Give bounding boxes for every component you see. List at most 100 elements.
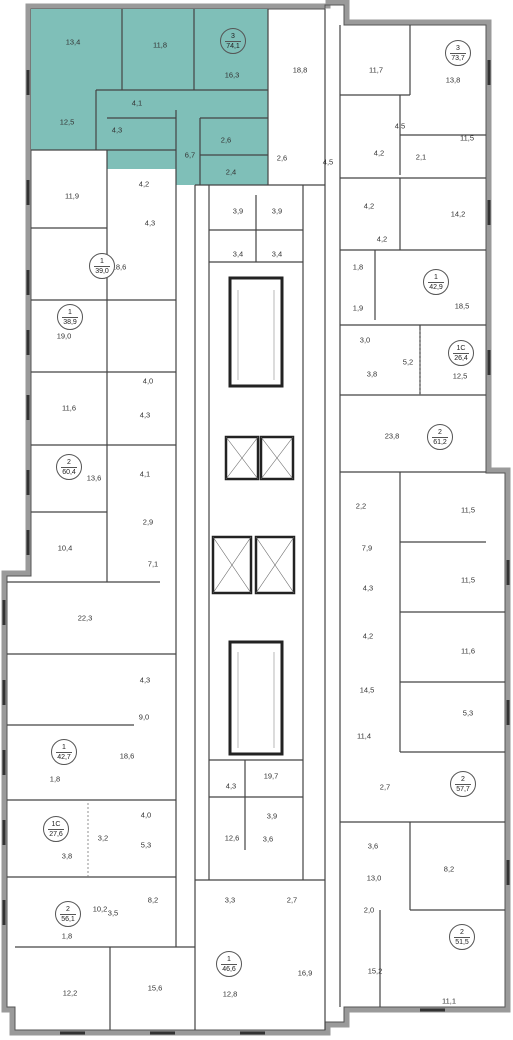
exterior-wall-line: [6, 4, 506, 1031]
room-area-label: 3,6: [367, 841, 379, 851]
room-area-label: 11,1: [441, 996, 457, 1006]
room-area-label: 12,5: [452, 371, 468, 381]
unit-rooms: 2: [454, 929, 470, 938]
room-area-label: 14,2: [450, 209, 466, 219]
unit-rooms: 3: [225, 33, 241, 42]
room-area-label: 19,0: [56, 331, 72, 341]
room-area-label: 15,6: [147, 983, 163, 993]
room-area-label: 13,8: [445, 75, 461, 85]
room-area-label: 2,6: [220, 135, 232, 145]
room-area-label: 4,2: [362, 631, 374, 641]
room-area-label: 3,8: [61, 851, 73, 861]
room-area-label: 4,1: [131, 98, 143, 108]
room-area-label: 3,4: [232, 249, 244, 259]
room-area-label: 3,9: [232, 206, 244, 216]
room-area-label: 22,3: [77, 613, 93, 623]
unit-area: 61,2: [433, 438, 447, 446]
unit-area: 60,4: [62, 468, 76, 476]
unit-rooms: 2: [455, 776, 471, 785]
room-area-label: 18,6: [111, 262, 127, 272]
unit-area: 42,7: [57, 753, 71, 761]
room-area-label: 23,8: [384, 431, 400, 441]
room-area-label: 1,9: [352, 303, 364, 313]
room-area-label: 11,8: [152, 40, 168, 50]
room-area-label: 10,4: [57, 543, 73, 553]
unit-area: 39,0: [95, 267, 109, 275]
room-area-label: 4,3: [139, 410, 151, 420]
room-area-label: 4,3: [111, 125, 123, 135]
room-area-label: 12,5: [59, 117, 75, 127]
room-area-label: 12,2: [62, 988, 78, 998]
unit-area: 51,5: [455, 938, 469, 946]
dashed-partitions: [87, 330, 421, 877]
room-area-label: 3,9: [266, 811, 278, 821]
room-area-label: 13,0: [366, 873, 382, 883]
room-area-label: 2,7: [286, 895, 298, 905]
room-area-label: 15,2: [367, 966, 383, 976]
room-area-label: 5,2: [402, 357, 414, 367]
room-area-label: 3,2: [97, 833, 109, 843]
room-area-label: 4,5: [394, 121, 406, 131]
unit-area: 74,1: [226, 42, 240, 50]
room-area-label: 4,2: [138, 179, 150, 189]
room-area-label: 10,2: [92, 904, 108, 914]
room-area-label: 1,8: [352, 262, 364, 272]
room-area-label: 16,9: [297, 968, 313, 978]
room-area-label: 4,3: [144, 218, 156, 228]
room-area-label: 11,9: [64, 191, 80, 201]
stairwells-elevators: [211, 276, 296, 756]
room-area-label: 2,9: [142, 517, 154, 527]
room-area-label: 14,5: [359, 685, 375, 695]
room-area-label: 7,1: [147, 559, 159, 569]
unit-rooms: 2: [61, 459, 77, 468]
room-area-label: 11,5: [459, 133, 475, 143]
room-area-label: 12,8: [222, 989, 238, 999]
unit-rooms: 2: [60, 906, 76, 915]
room-area-label: 4,3: [225, 781, 237, 791]
unit-area: 27,6: [49, 830, 63, 838]
room-area-label: 3,9: [271, 206, 283, 216]
room-area-label: 4,2: [376, 234, 388, 244]
unit-rooms: 1: [94, 258, 110, 267]
room-area-label: 4,3: [139, 675, 151, 685]
room-area-label: 16,3: [224, 70, 240, 80]
unit-area: 26,4: [454, 354, 468, 362]
unit-rooms: 1С: [48, 821, 64, 830]
room-area-label: 5,3: [462, 708, 474, 718]
unit-rooms: 2: [432, 429, 448, 438]
room-area-label: 11,5: [460, 575, 476, 585]
unit-area: 46,6: [222, 965, 236, 973]
unit-rooms: 3: [450, 45, 466, 54]
unit-rooms: 1: [62, 309, 78, 318]
room-area-label: 13,6: [86, 473, 102, 483]
selected-apartment-highlight[interactable]: [31, 9, 268, 185]
room-area-label: 13,4: [65, 37, 81, 47]
room-area-label: 11,7: [368, 65, 384, 75]
room-area-label: 18,6: [119, 751, 135, 761]
room-area-label: 2,1: [415, 152, 427, 162]
room-area-label: 11,6: [460, 646, 476, 656]
room-area-label: 18,5: [454, 301, 470, 311]
windows: [2, 60, 510, 1035]
room-area-label: 7,9: [361, 543, 373, 553]
interior-walls: [7, 9, 505, 1030]
room-area-label: 11,5: [460, 505, 476, 515]
unit-rooms: 1: [56, 744, 72, 753]
room-area-label: 3,0: [359, 335, 371, 345]
